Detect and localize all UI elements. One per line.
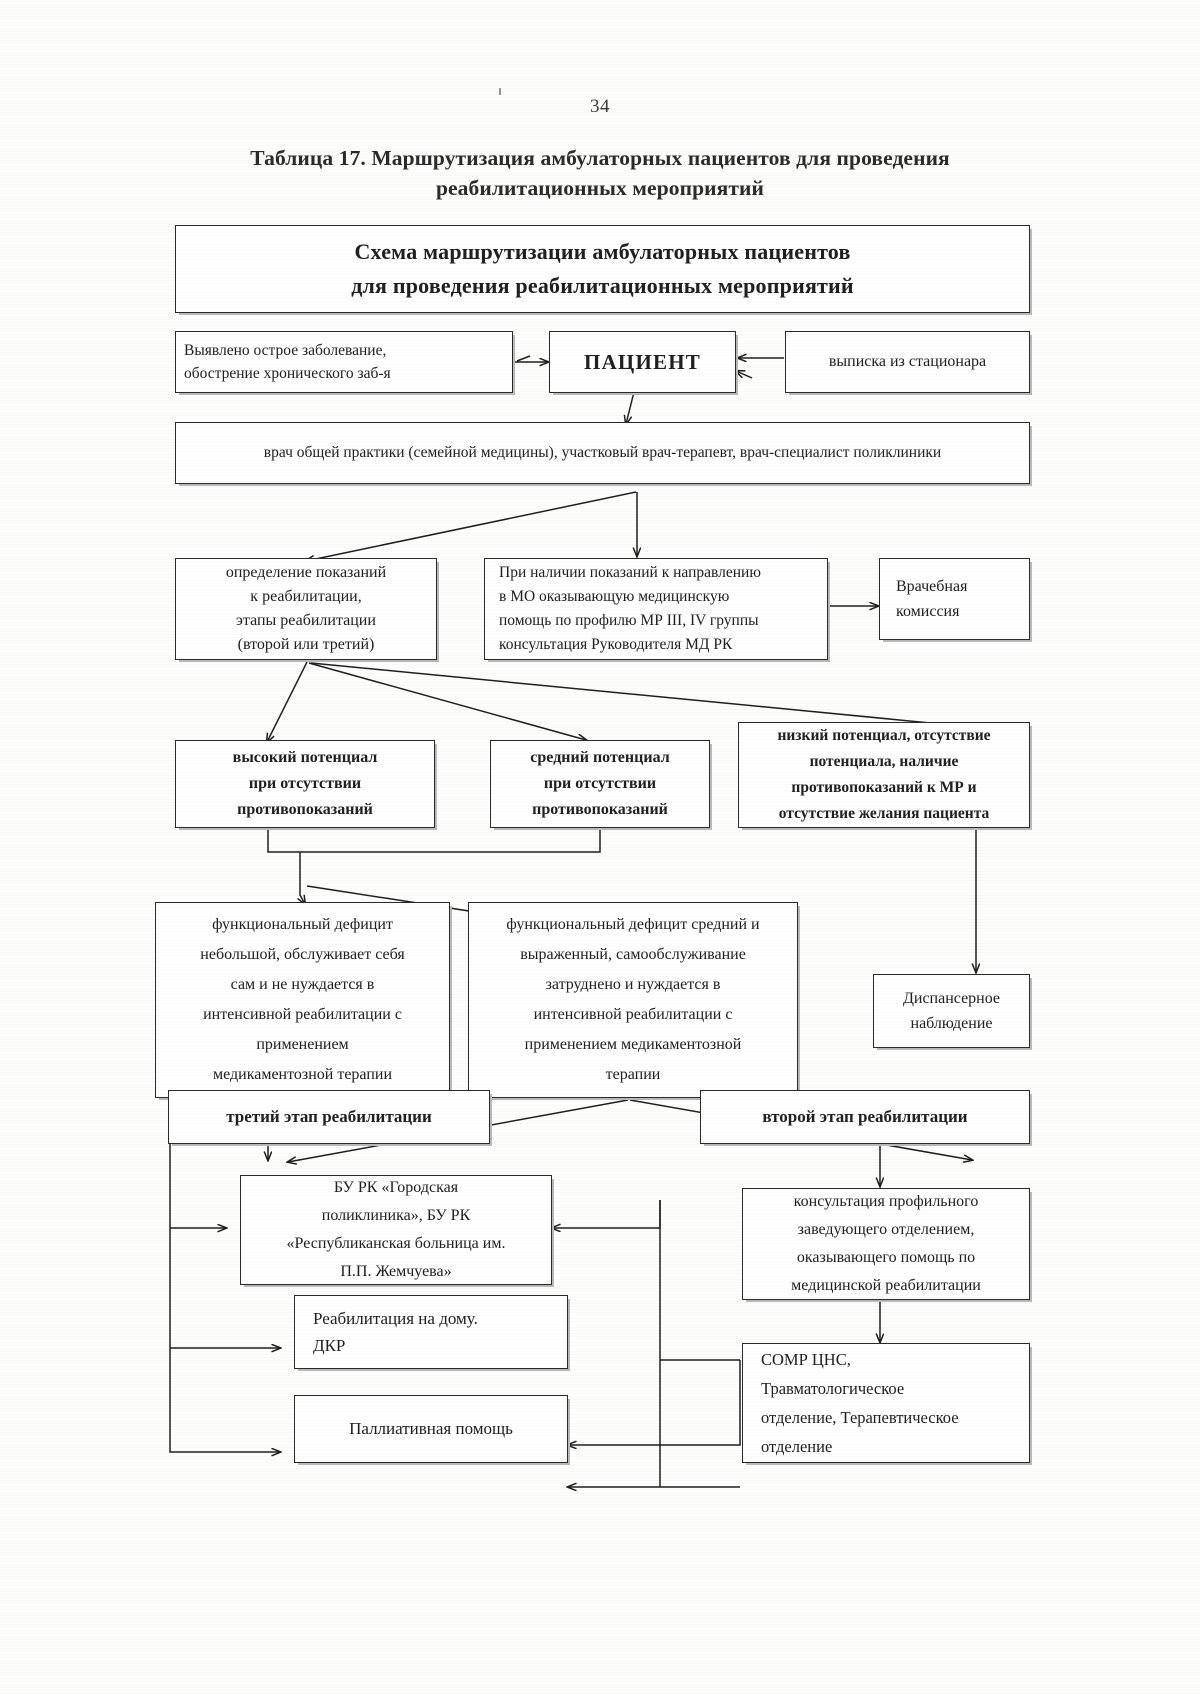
somr-line-2: Травматологическое	[761, 1379, 905, 1398]
diagram-title-line-1: Схема маршрутизации амбулаторных пациент…	[354, 239, 851, 264]
consultation-line-4: медицинской реабилитации	[791, 1277, 981, 1294]
caption-line-1: Таблица 17. Маршрутизация амбулаторных п…	[250, 146, 950, 170]
home-rehab-line-2: ДКР	[313, 1336, 346, 1355]
node-consultation: консультация профильного заведующего отд…	[742, 1188, 1030, 1300]
high-potential-line-1: высокий потенциал	[232, 749, 378, 766]
clinics-line-2: поликлиника», БУ РК	[321, 1207, 471, 1224]
referral-line-3: помощь по профилю МР III, IV группы	[499, 612, 759, 629]
patient-label: ПАЦИЕНТ	[584, 350, 701, 374]
medium-potential-line-2: при отсутствии	[543, 775, 657, 792]
diagram-title-banner: Схема маршрутизации амбулаторных пациент…	[175, 225, 1030, 313]
somr-line-1: СОМР ЦНС,	[761, 1350, 851, 1369]
node-medical-commission: Врачебная комиссия	[879, 558, 1030, 640]
indications-line-2: к реабилитации,	[250, 588, 362, 605]
medical-commission-line-1: Врачебная	[896, 578, 968, 595]
node-palliative: Паллиативная помощь	[294, 1395, 568, 1463]
referral-line-1: При наличии показаний к направлению	[499, 564, 761, 581]
node-stage-three: третий этап реабилитации	[168, 1090, 490, 1144]
node-patient: ПАЦИЕНТ	[549, 331, 736, 393]
node-acute-disease: Выявлено острое заболевание, обострение …	[175, 331, 513, 393]
dispensary-line-2: наблюдение	[910, 1015, 993, 1032]
deficit-large-line-1: функциональный дефицит средний и	[506, 916, 760, 933]
low-potential-line-3: противопоказаний к МР и	[791, 779, 977, 796]
node-somr: СОМР ЦНС, Травматологическое отделение, …	[742, 1343, 1030, 1463]
stage-two-label: второй этап реабилитации	[762, 1107, 968, 1126]
deficit-small-line-5: применением	[256, 1036, 349, 1053]
indications-line-4: (второй или третий)	[237, 636, 375, 653]
doctor-row-label: врач общей практики (семейной медицины),…	[263, 444, 942, 461]
somr-line-4: отделение	[761, 1437, 833, 1456]
node-indications: определение показаний к реабилитации, эт…	[175, 558, 437, 660]
home-rehab-line-1: Реабилитация на дому.	[313, 1309, 478, 1328]
node-referral: При наличии показаний к направлению в МО…	[484, 558, 828, 660]
clinics-line-3: «Республиканская больница им.	[286, 1235, 506, 1252]
caption-line-2: реабилитационных мероприятий	[435, 176, 765, 200]
consultation-line-3: оказывающего помощь по	[796, 1249, 976, 1266]
low-potential-line-4: отсутствие желания пациента	[778, 805, 990, 822]
low-potential-line-2: потенциала, наличие	[809, 753, 959, 770]
acute-disease-line-2: обострение хронического заб-я	[184, 365, 391, 382]
node-home-rehab: Реабилитация на дому. ДКР	[294, 1295, 568, 1369]
deficit-small-line-4: интенсивной реабилитации с	[203, 1006, 402, 1023]
acute-disease-line-1: Выявлено острое заболевание,	[184, 342, 387, 359]
deficit-large-line-6: терапии	[605, 1066, 661, 1083]
referral-line-2: в МО оказывающую медицинскую	[499, 588, 730, 605]
node-deficit-small: функциональный дефицит небольшой, обслуж…	[155, 902, 450, 1098]
deficit-large-line-3: затруднено и нуждается в	[545, 976, 721, 993]
page-number-tick	[499, 88, 501, 95]
deficit-small-line-3: сам и не нуждается в	[230, 976, 375, 993]
diagram-title-line-2: для проведения реабилитационных мероприя…	[351, 273, 854, 298]
low-potential-line-1: низкий потенциал, отсутствие	[777, 727, 991, 744]
node-discharge: выписка из стационара	[785, 331, 1030, 393]
palliative-label: Паллиативная помощь	[349, 1419, 513, 1438]
node-deficit-large: функциональный дефицит средний и выражен…	[468, 902, 798, 1098]
high-potential-line-3: противопоказаний	[237, 801, 373, 818]
deficit-large-line-5: применением медикаментозной	[524, 1036, 742, 1053]
deficit-large-line-4: интенсивной реабилитации с	[533, 1006, 733, 1023]
somr-line-3: отделение, Терапевтическое	[761, 1408, 959, 1427]
deficit-large-line-2: выраженный, самообслуживание	[520, 946, 746, 963]
node-high-potential: высокий потенциал при отсутствии противо…	[175, 740, 435, 828]
deficit-small-line-1: функциональный дефицит	[212, 916, 393, 933]
clinics-line-4: П.П. Жемчуева»	[340, 1263, 452, 1280]
deficit-small-line-2: небольшой, обслуживает себя	[200, 946, 405, 963]
discharge-label: выписка из стационара	[828, 353, 987, 370]
stage-three-label: третий этап реабилитации	[226, 1107, 432, 1126]
indications-line-1: определение показаний	[225, 564, 387, 581]
node-low-potential: низкий потенциал, отсутствие потенциала,…	[738, 722, 1030, 828]
deficit-small-line-6: медикаментозной терапии	[212, 1066, 393, 1083]
consultation-line-2: заведующего отделением,	[797, 1221, 975, 1238]
medium-potential-line-1: средний потенциал	[530, 749, 670, 766]
medical-commission-line-2: комиссия	[896, 603, 960, 620]
node-medium-potential: средний потенциал при отсутствии противо…	[490, 740, 710, 828]
indications-line-3: этапы реабилитации	[236, 612, 376, 629]
high-potential-line-2: при отсутствии	[248, 775, 362, 792]
consultation-line-1: консультация профильного	[793, 1193, 979, 1210]
clinics-line-1: БУ РК «Городская	[333, 1179, 459, 1196]
table-caption: Таблица 17. Маршрутизация амбулаторных п…	[150, 143, 1050, 203]
node-dispensary: Диспансерное наблюдение	[873, 974, 1030, 1048]
node-clinics: БУ РК «Городская поликлиника», БУ РК «Ре…	[240, 1175, 552, 1285]
dispensary-line-1: Диспансерное	[902, 990, 1001, 1007]
page-number: 34	[590, 96, 610, 117]
medium-potential-line-3: противопоказаний	[532, 801, 668, 818]
referral-line-4: консультация Руководителя МД РК	[499, 636, 733, 653]
node-stage-two: второй этап реабилитации	[700, 1090, 1030, 1144]
node-doctor-row: врач общей практики (семейной медицины),…	[175, 422, 1030, 484]
